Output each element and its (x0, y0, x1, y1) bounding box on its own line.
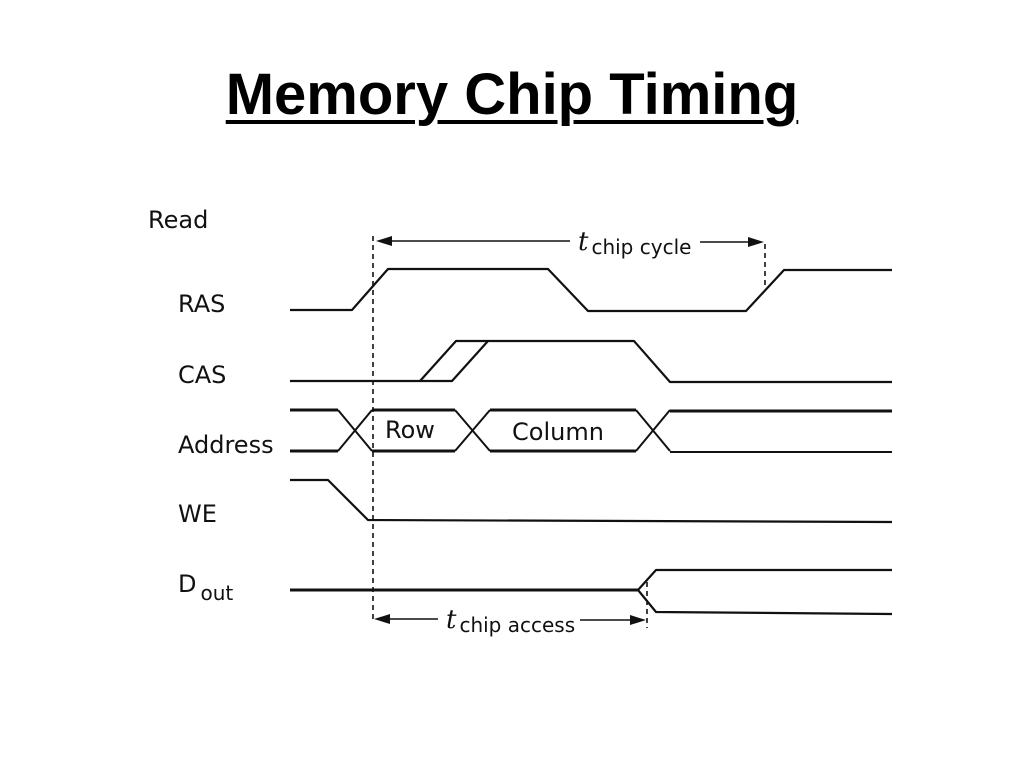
we-waveform (290, 478, 893, 524)
address-row-text: Row (385, 416, 435, 444)
address-column-text: Column (512, 418, 604, 446)
chip-cycle-arrow (376, 236, 764, 247)
chip-cycle-t: t (578, 227, 589, 257)
we-label: WE (178, 500, 217, 528)
ras-waveform (290, 267, 892, 313)
dout-main-text: D (178, 570, 196, 598)
chip-access-arrow (374, 614, 646, 625)
dout-sub-text: out (200, 581, 233, 605)
cas-waveform (290, 339, 892, 384)
cas-alt-edge (419, 339, 488, 382)
chip-access-sub: chip access (459, 613, 575, 637)
address-bus (290, 408, 892, 453)
dout-waveform (290, 568, 893, 616)
read-label: Read (148, 206, 208, 234)
page-title: Memory Chip Timing (225, 62, 799, 127)
chip-access-t: t (446, 605, 457, 635)
address-label: Address (178, 431, 274, 459)
ras-label: RAS (178, 290, 225, 318)
cas-label: CAS (178, 361, 226, 389)
chip-cycle-sub: chip cycle (591, 235, 691, 259)
